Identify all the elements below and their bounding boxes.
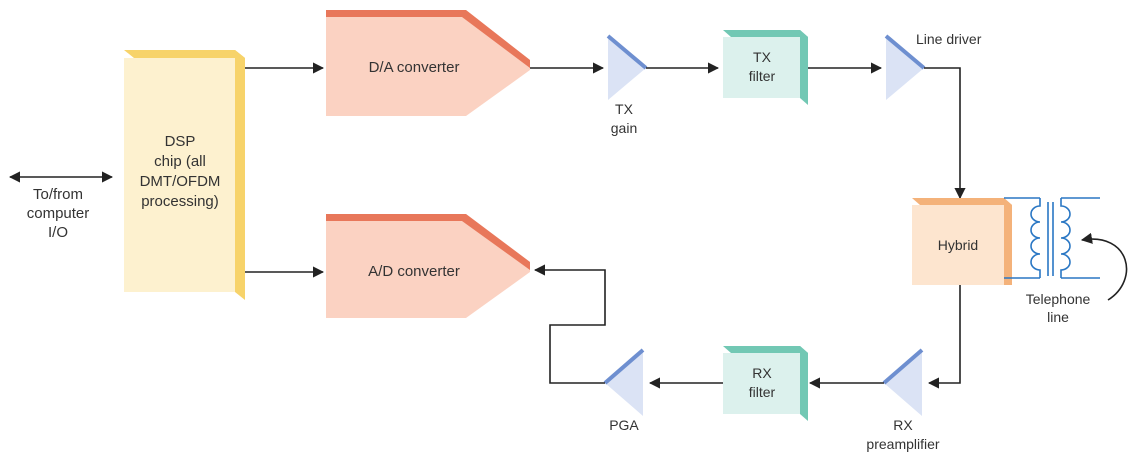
rx-filter-side-face	[800, 346, 808, 421]
line-driver-label: Line driver	[916, 31, 982, 47]
dsp-label-line2: chip (all	[154, 153, 206, 170]
pga-to-adc-wire	[533, 264, 606, 384]
rx-preamp-label-line2: preamplifier	[866, 436, 939, 452]
io-label-line1: To/from	[33, 186, 83, 203]
tx-filter-label-line2: filter	[749, 68, 776, 84]
rx-preamp-label-line1: RX	[893, 417, 913, 433]
rx-preamp-triangle	[884, 350, 922, 416]
dsp-label-line3: DMT/OFDM	[140, 173, 221, 190]
pga-label: PGA	[609, 417, 639, 433]
dsp-label-line4: processing)	[141, 193, 219, 210]
hybrid-top-face	[912, 198, 1012, 205]
pga-edge	[603, 348, 645, 385]
dsp-side-face	[235, 50, 245, 300]
adc-body	[326, 214, 530, 318]
dsp-chip-block: DSP chip (all DMT/OFDM processing)	[124, 50, 245, 300]
io-label: To/from computer I/O	[27, 186, 90, 241]
dac-edge	[326, 10, 530, 68]
hybrid-side-face	[1004, 198, 1012, 285]
transformer-primary-coil	[1030, 198, 1041, 278]
transformer-symbol	[1004, 197, 1100, 279]
adc-edge	[326, 214, 530, 270]
dac-body	[326, 10, 530, 116]
pga-amplifier: PGA	[603, 348, 645, 433]
tx-filter-top-face	[723, 30, 808, 37]
hybrid-to-rxpreamp-wire	[927, 285, 961, 389]
tx-gain-triangle	[608, 36, 646, 100]
adc-block: A/D converter	[326, 214, 530, 318]
line-driver-triangle	[886, 36, 924, 100]
hybrid-label: Hybrid	[938, 237, 978, 253]
rx-filter-top-face	[723, 346, 808, 353]
linedriver-to-hybrid-wire	[924, 67, 966, 200]
dsp-label-line1: DSP	[165, 133, 196, 150]
rx-preamp-edge	[882, 348, 924, 385]
transformer-secondary-coil	[1060, 198, 1071, 278]
rx-preamplifier: RX preamplifier	[866, 348, 940, 452]
dsp-front-face	[124, 58, 235, 292]
tx-filter-block: TX filter	[723, 30, 808, 105]
tx-gain-label-line2: gain	[611, 120, 637, 136]
tx-gain-label-line1: TX	[615, 101, 634, 117]
line-driver-edge	[884, 34, 926, 70]
dsp-top-face	[124, 50, 245, 58]
hybrid-block: Hybrid	[912, 198, 1012, 285]
tx-filter-label-line1: TX	[753, 49, 772, 65]
hybrid-front-face	[912, 205, 1004, 285]
rx-filter-front-face	[723, 353, 800, 414]
tx-filter-side-face	[800, 30, 808, 105]
io-label-line2: computer	[27, 205, 90, 222]
line-driver-amplifier: Line driver	[884, 31, 982, 100]
rx-filter-label-line2: filter	[749, 384, 776, 400]
rx-filter-label-line1: RX	[752, 365, 772, 381]
adc-label: A/D converter	[368, 263, 460, 280]
telephone-line-label-line1: Telephone	[1026, 291, 1091, 307]
dac-label: D/A converter	[369, 59, 460, 76]
pga-triangle	[605, 350, 643, 416]
io-label-line3: I/O	[48, 224, 68, 241]
telephone-line-label-line2: line	[1047, 309, 1069, 325]
telephone-line-pointer-arrow	[1080, 232, 1128, 301]
tx-gain-amplifier: TX gain	[606, 34, 648, 136]
rx-filter-block: RX filter	[723, 346, 808, 421]
tx-gain-edge	[606, 34, 648, 70]
tx-filter-front-face	[723, 37, 800, 98]
dac-block: D/A converter	[326, 10, 530, 116]
